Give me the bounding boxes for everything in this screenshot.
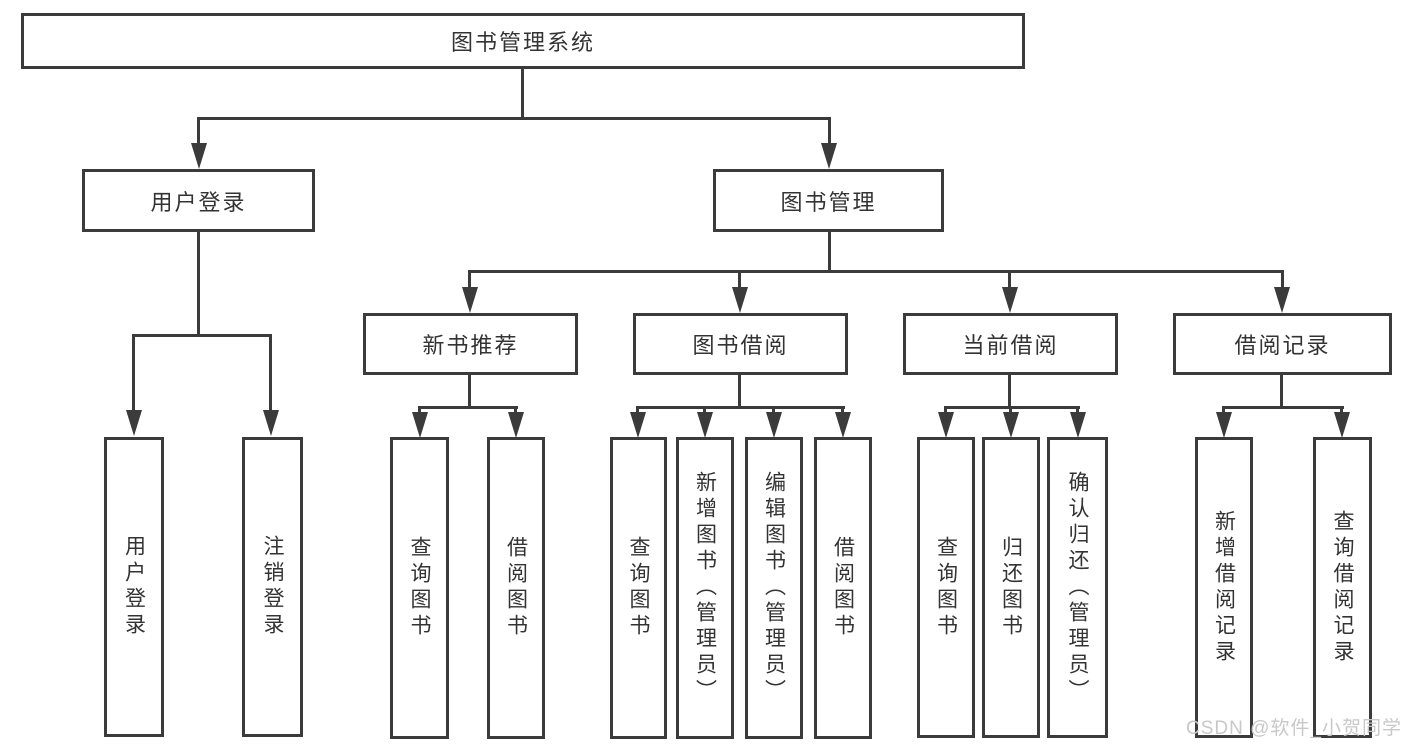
connector-level3-rail — [468, 270, 1284, 273]
connector-book-borrow-down — [738, 375, 741, 408]
leaf-query-books-current: 查询图书 — [917, 437, 975, 738]
connector-records-down — [1280, 375, 1283, 408]
arrow-down-icon — [191, 143, 207, 169]
arrow-down-icon — [1003, 412, 1019, 438]
connector-leaf-stem — [1008, 270, 1011, 289]
arrow-down-icon — [697, 412, 713, 438]
node-borrowing-records: 借阅记录 — [1173, 313, 1392, 375]
connector-book-mgmt-down — [828, 232, 831, 272]
arrow-down-icon — [766, 412, 782, 438]
connector-leaf-stem — [1281, 270, 1284, 289]
node-user-login: 用户登录 — [82, 169, 315, 232]
connector-current-borrow-down — [1008, 375, 1011, 408]
leaf-confirm-return-admin: 确认归还（管理员） — [1047, 437, 1108, 738]
arrow-down-icon — [1216, 412, 1232, 438]
connector-leaf-stem — [944, 406, 947, 414]
leaf-query-books-borrowing: 查询图书 — [610, 437, 667, 739]
connector-records-rail — [1222, 406, 1344, 409]
leaf-borrow-books-recommend: 借阅图书 — [487, 437, 545, 739]
node-new-book-recommend: 新书推荐 — [363, 313, 578, 375]
connector-leaf-stem — [636, 406, 639, 414]
connector-leaf-stem — [269, 334, 272, 412]
connector-leaf-stem — [1076, 406, 1079, 414]
connector-leaf-stem — [514, 406, 517, 414]
connector-user-login-down — [197, 232, 200, 336]
arrow-down-icon — [1002, 287, 1018, 313]
connector-leaf-stem — [841, 406, 844, 414]
connector-leaf-stem — [738, 270, 741, 289]
connector-leaf-stem — [468, 270, 471, 289]
connector-leaf-stem — [1009, 406, 1012, 414]
leaf-add-books-admin: 新增图书（管理员） — [676, 437, 734, 739]
connector-leaf-stem — [132, 334, 135, 412]
arrow-down-icon — [412, 412, 428, 438]
connector-user-login-rail — [132, 334, 272, 337]
connector-new-book-down — [468, 375, 471, 408]
connector-leaf-stem — [418, 406, 421, 414]
connector-current-borrow-rail — [944, 406, 1080, 409]
node-book-management: 图书管理 — [713, 169, 944, 232]
arrow-down-icon — [1274, 287, 1290, 313]
arrow-down-icon — [508, 412, 524, 438]
connector-root-stem — [521, 69, 524, 119]
connector-leaf-stem — [772, 406, 775, 414]
arrow-down-icon — [938, 412, 954, 438]
arrow-down-icon — [630, 412, 646, 438]
node-book-borrowing: 图书借阅 — [633, 313, 848, 375]
node-library-management-system: 图书管理系统 — [21, 13, 1025, 69]
leaf-logout: 注销登录 — [242, 437, 303, 737]
connector-new-book-rail — [418, 406, 518, 409]
leaf-return-books: 归还图书 — [982, 437, 1040, 738]
connector-leaf-stem — [1222, 406, 1225, 414]
leaf-add-borrow-record: 新增借阅记录 — [1195, 437, 1253, 738]
connector-leaf-stem — [703, 406, 706, 414]
leaf-borrow-books: 借阅图书 — [814, 437, 872, 739]
csdn-watermark: CSDN @软件_小贺同学 — [1186, 718, 1402, 739]
arrow-down-icon — [732, 287, 748, 313]
arrow-down-icon — [462, 287, 478, 313]
arrow-down-icon — [1070, 412, 1086, 438]
arrow-down-icon — [835, 412, 851, 438]
leaf-edit-books-admin: 编辑图书（管理员） — [745, 437, 803, 739]
arrow-down-icon — [263, 410, 279, 436]
leaf-query-borrow-record: 查询借阅记录 — [1313, 437, 1372, 738]
connector-book-borrow-rail — [636, 406, 845, 409]
arrow-down-icon — [821, 143, 837, 169]
node-current-borrowing: 当前借阅 — [903, 313, 1118, 375]
connector-leaf-stem — [1340, 406, 1343, 414]
arrow-down-icon — [1334, 412, 1350, 438]
connector-user-login-stem — [197, 117, 200, 145]
connector-book-mgmt-stem — [828, 117, 831, 145]
arrow-down-icon — [126, 410, 142, 436]
leaf-query-books-recommend: 查询图书 — [390, 437, 449, 739]
connector-level2-rail — [197, 117, 831, 120]
leaf-user-login: 用户登录 — [104, 437, 164, 737]
